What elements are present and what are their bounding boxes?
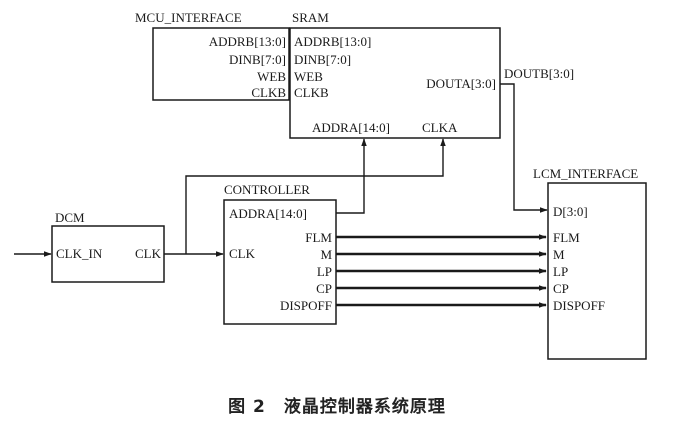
sram-port-web: WEB	[294, 69, 323, 84]
lcm-port-flm: FLM	[553, 230, 580, 245]
lcm-port-dispoff: DISPOFF	[553, 298, 605, 313]
controller-port-flm: FLM	[305, 230, 332, 245]
sram-port-addra: ADDRA[14:0]	[312, 120, 390, 135]
mcu-interface-title: MCU_INTERFACE	[135, 10, 242, 25]
sram-port-clkb: CLKB	[294, 85, 329, 100]
controller-block	[223, 199, 337, 325]
mcu-port-web: WEB	[257, 69, 286, 84]
lcm-port-cp: CP	[553, 281, 569, 296]
sram-port-douta: DOUTA[3:0]	[426, 76, 496, 91]
sram-port-addrb: ADDRB[13:0]	[294, 34, 371, 49]
mcu-interface-block	[152, 27, 290, 101]
lcm-port-m: M	[553, 247, 565, 262]
sram-port-clka: CLKA	[422, 120, 458, 135]
controller-port-cp: CP	[316, 281, 332, 296]
sram-port-dinb: DINB[7:0]	[294, 52, 351, 67]
wire-addra	[336, 138, 367, 214]
mcu-port-dinb: DINB[7:0]	[229, 52, 286, 67]
controller-port-lp: LP	[317, 264, 332, 279]
controller-port-clk: CLK	[229, 246, 256, 261]
sram-title: SRAM	[292, 10, 329, 25]
lcm-port-d: D[3:0]	[553, 204, 588, 219]
controller-port-addra: ADDRA[14:0]	[229, 206, 307, 221]
dcm-title: DCM	[55, 210, 85, 225]
controller-port-m: M	[320, 247, 332, 262]
controller-title: CONTROLLER	[224, 182, 310, 197]
dcm-block	[51, 225, 165, 283]
sram-block	[289, 27, 501, 139]
net-doutb-label: DOUTB[3:0]	[504, 66, 574, 81]
lcm-interface-block	[547, 182, 647, 360]
dcm-port-clk-in: CLK_IN	[56, 246, 103, 261]
figure-caption: 图 2 液晶控制器系统原理	[228, 396, 446, 417]
mcu-port-clkb: CLKB	[251, 85, 286, 100]
wire-doutb	[500, 83, 548, 213]
dcm-port-clk: CLK	[135, 246, 162, 261]
controller-port-dispoff: DISPOFF	[280, 298, 332, 313]
mcu-port-addrb: ADDRB[13:0]	[209, 34, 286, 49]
lcm-port-lp: LP	[553, 264, 568, 279]
wire-dcm-clk-to-clka	[185, 138, 446, 254]
lcm-interface-title: LCM_INTERFACE	[533, 166, 638, 181]
